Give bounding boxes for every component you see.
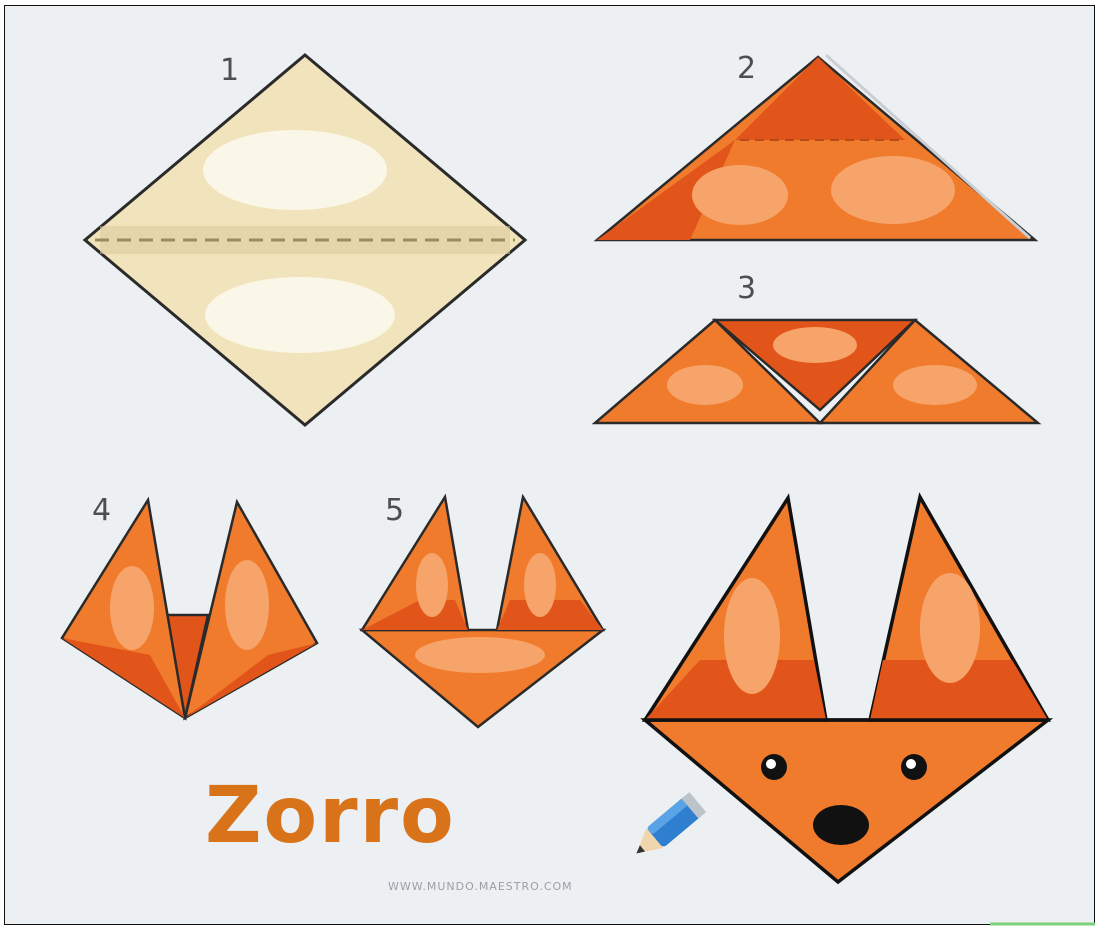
step-3-number: 3 bbox=[737, 271, 756, 306]
step-5-highlight-left-ear bbox=[416, 553, 448, 617]
fox-left-ear-highlight bbox=[724, 578, 780, 694]
final-fox bbox=[645, 497, 1048, 882]
step-3: 3 bbox=[595, 271, 1038, 423]
step-5: 5 bbox=[362, 493, 603, 727]
step-1-highlight-bottom bbox=[205, 277, 395, 353]
step-1-number: 1 bbox=[220, 53, 239, 88]
step-3-highlight-center bbox=[773, 327, 857, 363]
step-3-highlight-right bbox=[893, 365, 977, 405]
fox-face bbox=[645, 720, 1048, 882]
fox-right-ear-highlight bbox=[920, 573, 980, 683]
step-4: 4 bbox=[62, 493, 317, 718]
title-zorro: Zorro bbox=[205, 771, 456, 861]
step-2: 2 bbox=[597, 51, 1035, 240]
step-2-top-fold bbox=[735, 57, 905, 140]
step-5-highlight-right-ear bbox=[524, 553, 556, 617]
fox-right-eye-shine bbox=[906, 759, 916, 769]
step-2-highlight-left bbox=[692, 165, 788, 225]
fox-nose bbox=[813, 805, 869, 845]
step-4-highlight-left bbox=[110, 566, 154, 650]
step-2-highlight-right bbox=[831, 156, 955, 224]
step-4-highlight-right bbox=[225, 560, 269, 650]
step-3-highlight-left bbox=[667, 365, 743, 405]
step-5-highlight-face bbox=[415, 637, 545, 673]
pencil-icon bbox=[628, 792, 706, 863]
step-5-number: 5 bbox=[385, 493, 404, 528]
credit-text: WWW.MUNDO.MAESTRO.COM bbox=[388, 880, 573, 893]
step-1-highlight-top bbox=[203, 130, 387, 210]
fox-left-eye-shine bbox=[766, 759, 776, 769]
step-2-number: 2 bbox=[737, 51, 756, 86]
step-1: 1 bbox=[85, 53, 525, 425]
step-4-number: 4 bbox=[92, 493, 111, 528]
